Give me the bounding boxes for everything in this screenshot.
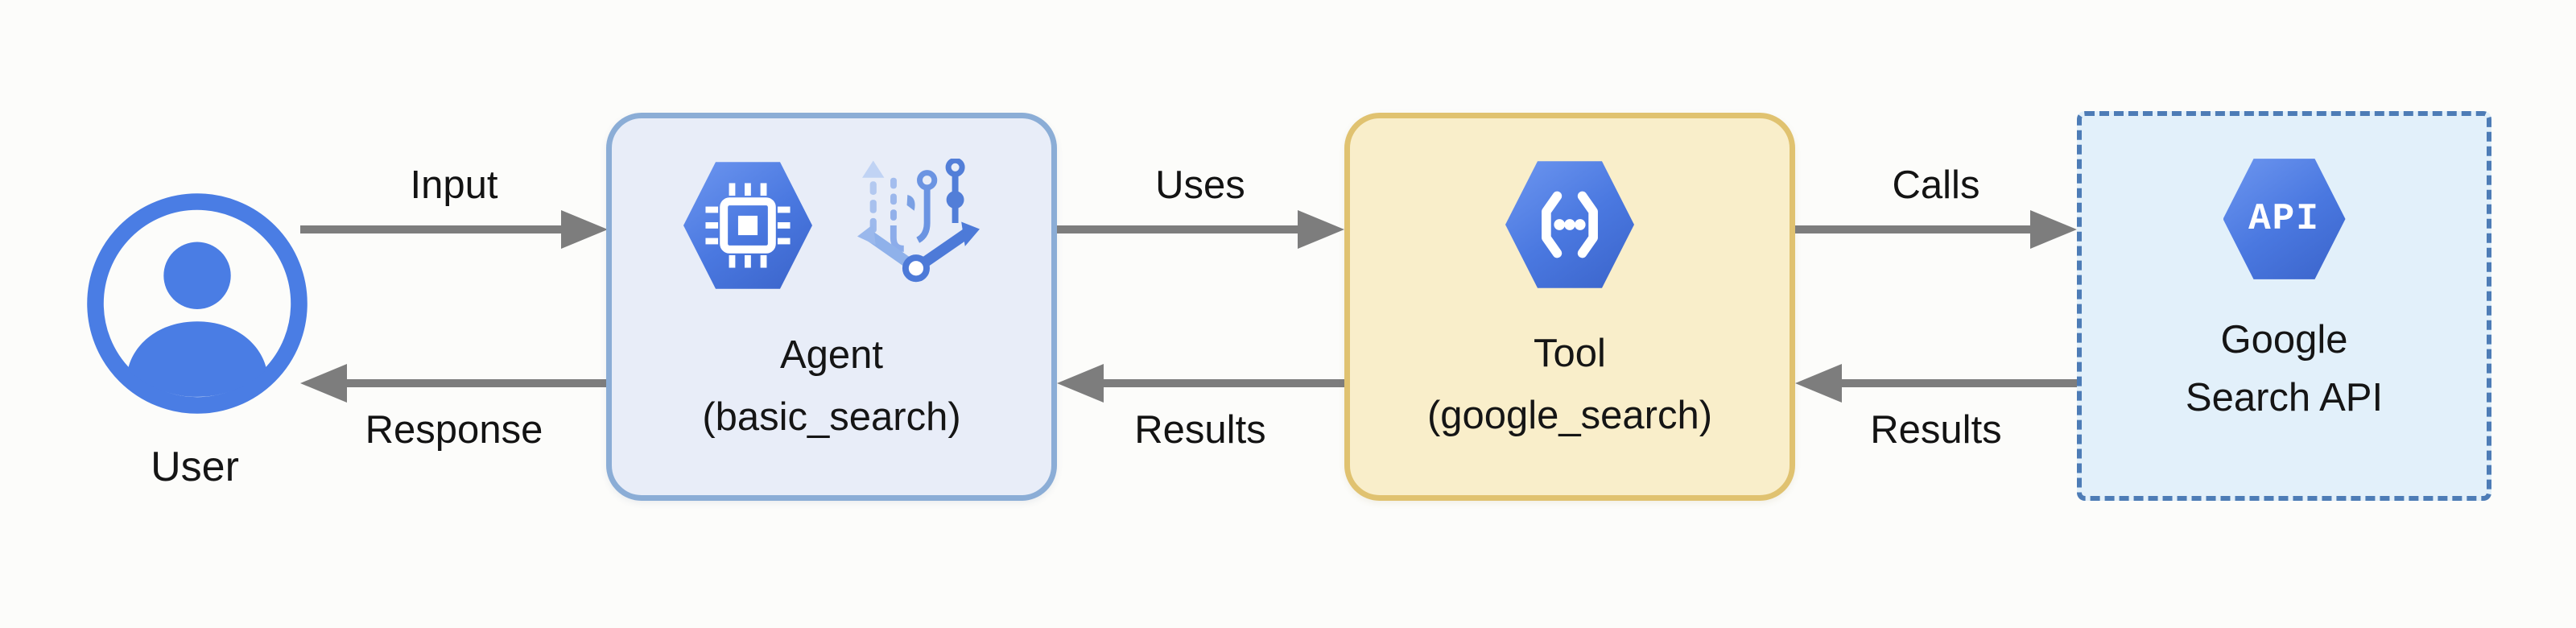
arrow-input (300, 207, 608, 252)
edge-label-results-api-tool: Results (1870, 408, 2002, 452)
node-google-search-api: API Google Search API (2077, 111, 2491, 501)
api-icon-label: API (2248, 198, 2320, 240)
user-label: User (151, 444, 239, 490)
agent-title: Agent (779, 333, 884, 377)
arrow-left-icon (1057, 364, 1344, 403)
user-icon (87, 193, 308, 414)
arrow-calls (1795, 207, 2077, 252)
ai-chip-hexagon-icon (683, 162, 812, 289)
arrow-uses (1057, 207, 1344, 252)
api-label: Google Search API (2186, 311, 2383, 427)
edge-label-uses: Uses (1155, 163, 1245, 207)
brackets-dots-icon (1542, 191, 1598, 258)
edge-label-response: Response (365, 408, 543, 452)
api-subtitle: Search API (2185, 376, 2384, 419)
arrow-results-tool-agent (1057, 361, 1344, 406)
arrow-right-icon (1795, 210, 2077, 249)
api-icon-row: API (2223, 156, 2346, 282)
edge-label-results-tool-agent: Results (1134, 408, 1266, 452)
edge-label-input: Input (410, 163, 498, 207)
api-hexagon-icon: API (2223, 159, 2346, 279)
endpoints-hexagon-icon (1505, 161, 1634, 288)
arrow-response (300, 361, 608, 406)
tool-subtitle: (google_search) (1426, 394, 1713, 437)
tool-title: Tool (1534, 332, 1606, 375)
agent-icon-row (683, 159, 980, 292)
tool-icon-row (1505, 159, 1634, 291)
vertex-branch-icon (857, 159, 980, 283)
api-title: Google (2220, 318, 2348, 362)
arrow-left-icon (1795, 364, 2077, 403)
node-tool: Tool (google_search) (1344, 113, 1795, 501)
arrow-results-api-tool (1795, 361, 2077, 406)
arrow-right-icon (300, 210, 608, 249)
agent-label: Agent (basic_search) (702, 324, 960, 448)
chip-icon (705, 183, 791, 268)
arrow-right-icon (1057, 210, 1344, 249)
agent-subtitle: (basic_search) (702, 395, 961, 439)
tool-label: Tool (google_search) (1427, 323, 1712, 447)
arrow-left-icon (300, 364, 608, 403)
edge-label-calls: Calls (1892, 163, 1980, 207)
node-agent: Agent (basic_search) (606, 113, 1057, 501)
